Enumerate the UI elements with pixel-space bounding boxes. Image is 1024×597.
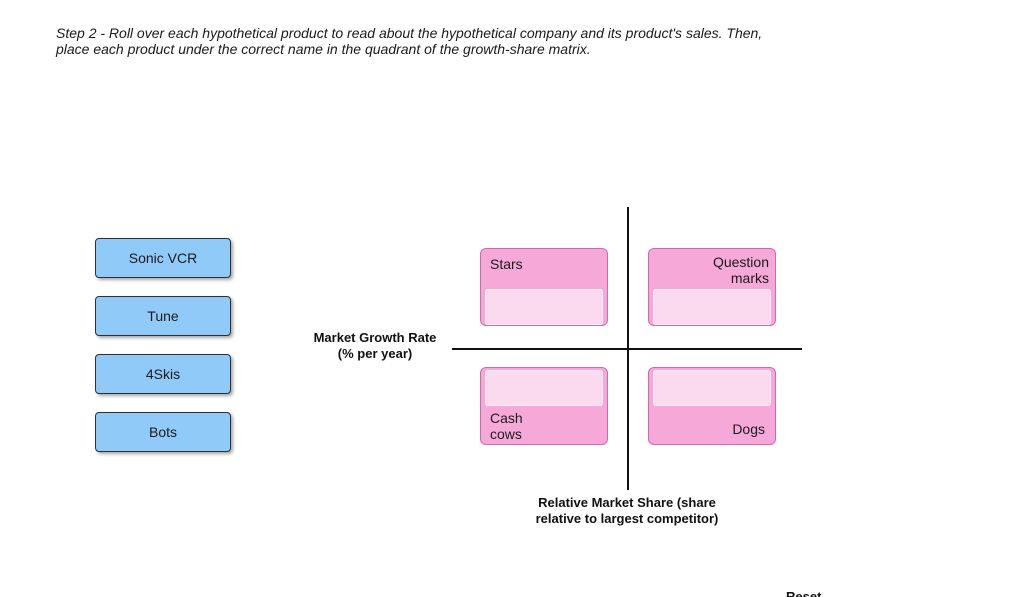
quadrant-cash-cows: Cash cows: [480, 367, 608, 445]
product-card-tune[interactable]: Tune: [95, 296, 231, 336]
instructions-line-1: Step 2 - Roll over each hypothetical pro…: [56, 25, 763, 41]
product-card-label: Bots: [148, 424, 177, 440]
quadrant-cash-cows-title-line-2: cows: [490, 426, 522, 442]
quadrant-stars: Stars: [480, 248, 608, 326]
quadrant-question-marks-title-line-2: marks: [730, 270, 769, 286]
reset-button[interactable]: Reset: [786, 589, 822, 597]
quadrant-question-marks-title-line-1: Question: [712, 254, 769, 270]
quadrant-question-marks-title: Question marks: [713, 254, 769, 286]
x-axis-label-line-2: relative to largest competitor): [535, 511, 719, 526]
instructions-text: Step 2 - Roll over each hypothetical pro…: [56, 25, 956, 57]
y-axis-label-line-1: Market Growth Rate: [313, 330, 437, 345]
product-card-bots[interactable]: Bots: [95, 412, 231, 452]
quadrant-dogs-title: Dogs: [732, 421, 765, 437]
quadrant-stars-title-line-1: Stars: [490, 256, 523, 272]
cash-cows-drop-slot[interactable]: [485, 370, 603, 406]
product-card-label: Tune: [147, 308, 179, 324]
dogs-drop-slot[interactable]: [653, 370, 771, 406]
product-card-sonic-vcr[interactable]: Sonic VCR: [95, 238, 231, 278]
quadrant-stars-title: Stars: [490, 256, 523, 272]
question-marks-drop-slot[interactable]: [653, 289, 771, 325]
quadrant-dogs-title-line-1: Dogs: [732, 421, 765, 437]
relative-market-share-label: Relative Market Share (share relative to…: [512, 495, 742, 527]
quadrant-question-marks: Question marks: [648, 248, 776, 326]
quadrant-cash-cows-title-line-1: Cash: [490, 410, 523, 426]
product-card-label: Sonic VCR: [128, 250, 198, 266]
x-axis-label-line-1: Relative Market Share (share: [538, 495, 716, 510]
y-axis-label-line-2: (% per year): [337, 346, 413, 361]
instructions-line-2: place each product under the correct nam…: [56, 41, 591, 57]
product-card-label: 4Skis: [145, 366, 181, 382]
market-growth-rate-label: Market Growth Rate (% per year): [300, 330, 450, 362]
product-card-4skis[interactable]: 4Skis: [95, 354, 231, 394]
stars-drop-slot[interactable]: [485, 289, 603, 325]
horizontal-axis-line: [452, 348, 802, 350]
quadrant-dogs: Dogs: [648, 367, 776, 445]
quadrant-cash-cows-title: Cash cows: [490, 410, 523, 442]
